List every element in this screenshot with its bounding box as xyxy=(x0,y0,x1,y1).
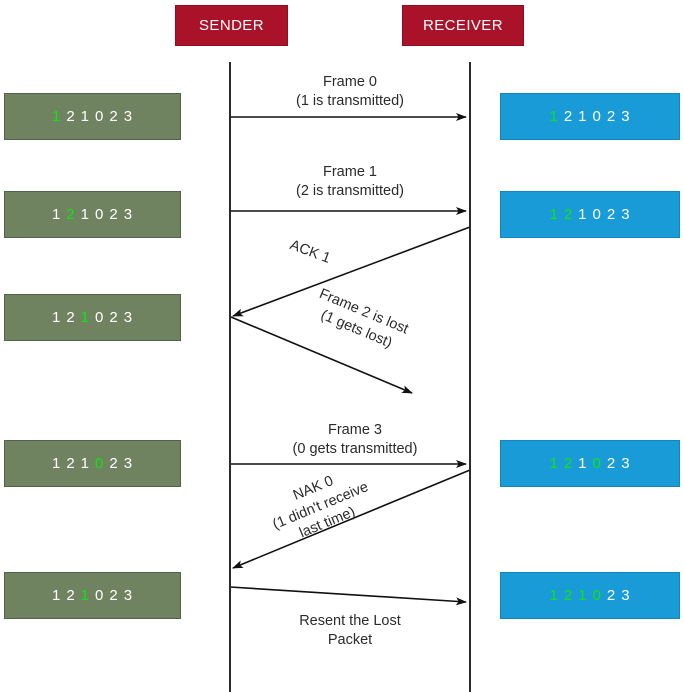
buffer-digit: 3 xyxy=(123,587,134,604)
actor-box-sender: SENDER xyxy=(175,5,288,46)
buffer-digit: 2 xyxy=(109,587,119,604)
buffer-digit: 1 xyxy=(80,587,90,604)
buffer-digit: 0 xyxy=(95,455,105,472)
buffer-digit: 3 xyxy=(123,108,134,125)
buffer-digit: 2 xyxy=(66,206,76,223)
buffer-digit: 2 xyxy=(109,309,119,326)
buffer-digit: 1 xyxy=(578,587,588,604)
buffer-digit: 2 xyxy=(109,108,119,125)
buffer-digit: 1 xyxy=(578,455,588,472)
arrow-frame-2-lost xyxy=(230,316,413,394)
buffer-digit: 1 xyxy=(80,455,90,472)
buffer-digit: 2 xyxy=(563,455,574,472)
buffer-digit: 1 xyxy=(549,587,559,604)
buffer-digit: 2 xyxy=(563,206,574,223)
buffer-digit: 1 xyxy=(51,587,62,604)
buffer-digit: 1 xyxy=(51,108,62,125)
buffer-digit: 2 xyxy=(606,108,617,125)
lifeline-sender xyxy=(229,62,231,692)
buffer-digit: 0 xyxy=(592,455,602,472)
buffer-digit: 3 xyxy=(123,455,134,472)
label-resend: Resent the Lost Packet xyxy=(299,613,401,648)
buffer-digit: 2 xyxy=(66,455,76,472)
buffer-digit: 2 xyxy=(563,108,574,125)
buffer-digit: 1 xyxy=(549,455,559,472)
buffer-digit: 0 xyxy=(95,587,105,604)
actor-label-receiver: RECEIVER xyxy=(423,17,503,34)
buffer-digit: 1 xyxy=(578,108,588,125)
buffer-digit: 3 xyxy=(621,455,631,472)
buffer-digit: 1 xyxy=(549,206,559,223)
buffer-digit: 1 xyxy=(51,206,62,223)
label-frame-3: Frame 3 (0 gets transmitted) xyxy=(292,422,418,457)
buffer-digit: 0 xyxy=(95,108,105,125)
buffer-digit: 0 xyxy=(592,206,602,223)
actor-box-receiver: RECEIVER xyxy=(402,5,524,46)
arrow-resend xyxy=(229,586,467,606)
buffer-digit: 1 xyxy=(51,455,62,472)
buffer-digit: 1 xyxy=(80,309,90,326)
buffer-digit: 2 xyxy=(66,309,76,326)
actor-label-sender: SENDER xyxy=(199,17,264,34)
buffer-digit: 1 xyxy=(578,206,588,223)
buffer-digit: 2 xyxy=(66,108,76,125)
buffer-digit: 2 xyxy=(109,455,119,472)
buffer-digit: 1 xyxy=(51,309,62,326)
buffer-digit: 0 xyxy=(95,206,105,223)
buffer-digit: 2 xyxy=(66,587,76,604)
buffer-digit: 2 xyxy=(606,206,617,223)
buffer-digit: 1 xyxy=(80,206,90,223)
buffer-digit: 0 xyxy=(592,587,602,604)
label-frame-1: Frame 1 (2 is transmitted) xyxy=(296,164,404,199)
buffer-digit: 2 xyxy=(606,587,617,604)
buffer-digit: 3 xyxy=(621,206,631,223)
buffer-digit: 1 xyxy=(80,108,90,125)
buffer-digit: 2 xyxy=(109,206,119,223)
buffer-digit: 1 xyxy=(549,108,559,125)
buffer-digit: 2 xyxy=(563,587,574,604)
buffer-digit: 3 xyxy=(123,309,134,326)
arrow-ack-1 xyxy=(232,226,471,317)
buffer-digit: 3 xyxy=(621,108,631,125)
buffer-digit: 3 xyxy=(123,206,134,223)
buffer-digit: 3 xyxy=(621,587,631,604)
buffer-digit: 0 xyxy=(95,309,105,326)
arrow-nak-0 xyxy=(232,469,471,569)
lifeline-receiver xyxy=(469,62,471,692)
buffer-digit: 0 xyxy=(592,108,602,125)
buffer-digit: 2 xyxy=(606,455,617,472)
label-frame-0: Frame 0 (1 is transmitted) xyxy=(296,74,404,109)
